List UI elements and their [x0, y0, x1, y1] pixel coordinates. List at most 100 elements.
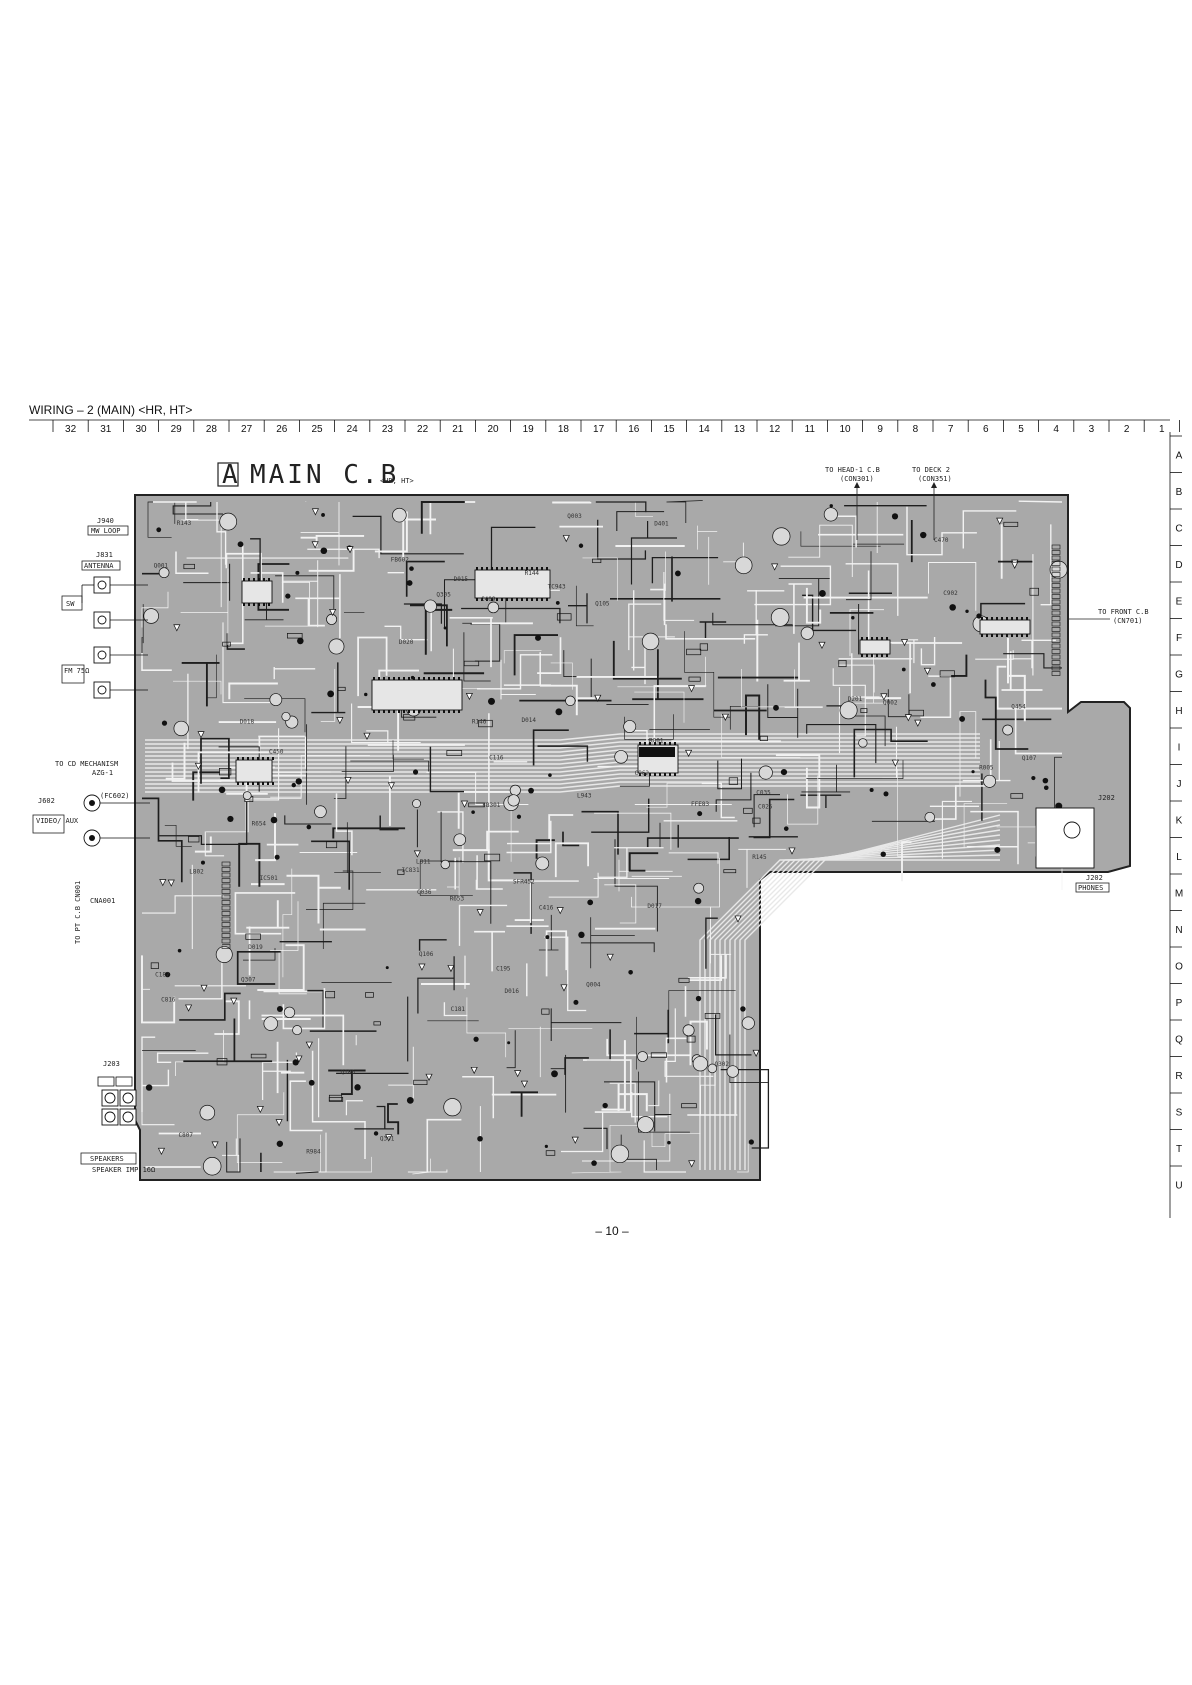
- row-label: A: [1176, 450, 1183, 461]
- column-label: 16: [628, 424, 640, 435]
- component-label: C450: [269, 749, 284, 756]
- component-label: D018: [240, 719, 255, 726]
- component-label: D015: [454, 576, 469, 583]
- j940-label: J940: [97, 517, 114, 525]
- component-label: Q106: [419, 951, 434, 958]
- component-footprints: [143, 504, 1068, 1176]
- column-label: 31: [100, 424, 112, 435]
- row-label: H: [1175, 706, 1182, 717]
- column-label: 15: [663, 424, 675, 435]
- component-label: D401: [654, 520, 669, 527]
- column-label: 3: [1089, 424, 1095, 435]
- column-label: 28: [206, 424, 218, 435]
- antenna-label: ANTENNA: [84, 562, 114, 570]
- column-label: 8: [913, 424, 919, 435]
- component-label: D017: [647, 903, 662, 910]
- column-label: 17: [593, 424, 605, 435]
- component-label: IC831: [402, 867, 420, 874]
- component-label: C181: [451, 1006, 466, 1013]
- component-label: L802: [189, 868, 204, 875]
- row-label: O: [1175, 961, 1183, 972]
- component-label: Q107: [1022, 755, 1037, 762]
- row-label: Q: [1175, 1034, 1183, 1045]
- component-label: C036: [417, 889, 432, 896]
- column-label: 24: [347, 424, 359, 435]
- component-label: IC501: [260, 875, 278, 882]
- j602-label: J602: [38, 797, 55, 805]
- column-label: 19: [523, 424, 535, 435]
- page-number: – 10 –: [595, 1224, 629, 1238]
- column-label: 32: [65, 424, 77, 435]
- component-label: Q307: [241, 976, 256, 983]
- j203-label: J203: [103, 1060, 120, 1068]
- mw-loop-label: MW LOOP: [91, 527, 121, 535]
- j202-bottom-label: J202: [1086, 874, 1103, 882]
- speakers-label: SPEAKERS: [90, 1155, 124, 1163]
- component-label: R001: [649, 738, 664, 745]
- column-label: 13: [734, 424, 746, 435]
- component-label: C035: [756, 790, 771, 797]
- component-label: C807: [179, 1132, 194, 1139]
- column-label: 29: [171, 424, 183, 435]
- component-label: R144: [525, 570, 540, 577]
- phones-label: PHONES: [1078, 884, 1103, 892]
- row-label: R: [1175, 1071, 1182, 1082]
- to-cd-sub-label: AZG-1: [92, 769, 113, 777]
- component-label: C025: [758, 804, 773, 811]
- row-label: E: [1176, 596, 1183, 607]
- row-label: F: [1176, 633, 1182, 644]
- row-label: C: [1175, 523, 1182, 534]
- board-letter-box: [217, 462, 239, 487]
- column-label: 21: [452, 424, 464, 435]
- column-label: 6: [983, 424, 989, 435]
- mw-loop-box: [87, 525, 129, 536]
- column-label: 30: [135, 424, 147, 435]
- component-label: Q003: [567, 513, 582, 520]
- column-label: 11: [805, 424, 816, 435]
- component-label: FB602: [391, 556, 409, 563]
- component-label: Q454: [1011, 703, 1026, 710]
- column-label: 18: [558, 424, 570, 435]
- row-label: S: [1176, 1107, 1183, 1118]
- component-label: Q302: [715, 1061, 730, 1068]
- component-label: C187: [155, 971, 170, 978]
- to-pt-label: TO PT C.B CN001: [74, 881, 82, 944]
- column-label: 5: [1018, 424, 1024, 435]
- component-label: L943: [577, 793, 592, 800]
- speaker-imp-label: SPEAKER IMP:16Ω: [92, 1166, 155, 1174]
- fc602-label: (FC602): [100, 792, 130, 800]
- j831-label: J831: [96, 551, 113, 559]
- page-title: WIRING – 2 (MAIN) <HR, HT>: [29, 403, 193, 417]
- phones-box: [1075, 882, 1110, 893]
- component-label: Q301: [380, 1135, 395, 1142]
- column-label: 10: [839, 424, 851, 435]
- row-label: J: [1177, 779, 1182, 790]
- board-variant: <HR, HT>: [380, 477, 414, 485]
- component-label: R146: [472, 718, 487, 725]
- component-label: C116: [489, 754, 504, 761]
- component-label: Q001: [154, 562, 169, 569]
- to-head-label: TO HEAD-1 C.B: [825, 466, 880, 474]
- to-deck-label: TO DECK 2: [912, 466, 950, 474]
- component-label: D019: [248, 944, 263, 951]
- component-label: R654: [252, 821, 267, 828]
- video-aux-label: VIDEO/ AUX: [36, 817, 79, 825]
- component-label: R653: [450, 895, 465, 902]
- component-label: C409: [481, 596, 496, 603]
- row-label: P: [1176, 998, 1183, 1009]
- component-label: C816: [161, 997, 176, 1004]
- column-label: 23: [382, 424, 394, 435]
- column-label: 26: [276, 424, 288, 435]
- antenna-box: [81, 560, 121, 571]
- speakers-box: [80, 1152, 137, 1165]
- column-label: 1: [1159, 424, 1165, 435]
- component-label: TC943: [548, 583, 566, 590]
- component-label: Q186: [341, 1069, 356, 1076]
- component-label: L811: [416, 858, 431, 865]
- component-label: R005: [979, 764, 994, 771]
- board-letter: A: [222, 460, 241, 490]
- row-label: G: [1175, 669, 1183, 680]
